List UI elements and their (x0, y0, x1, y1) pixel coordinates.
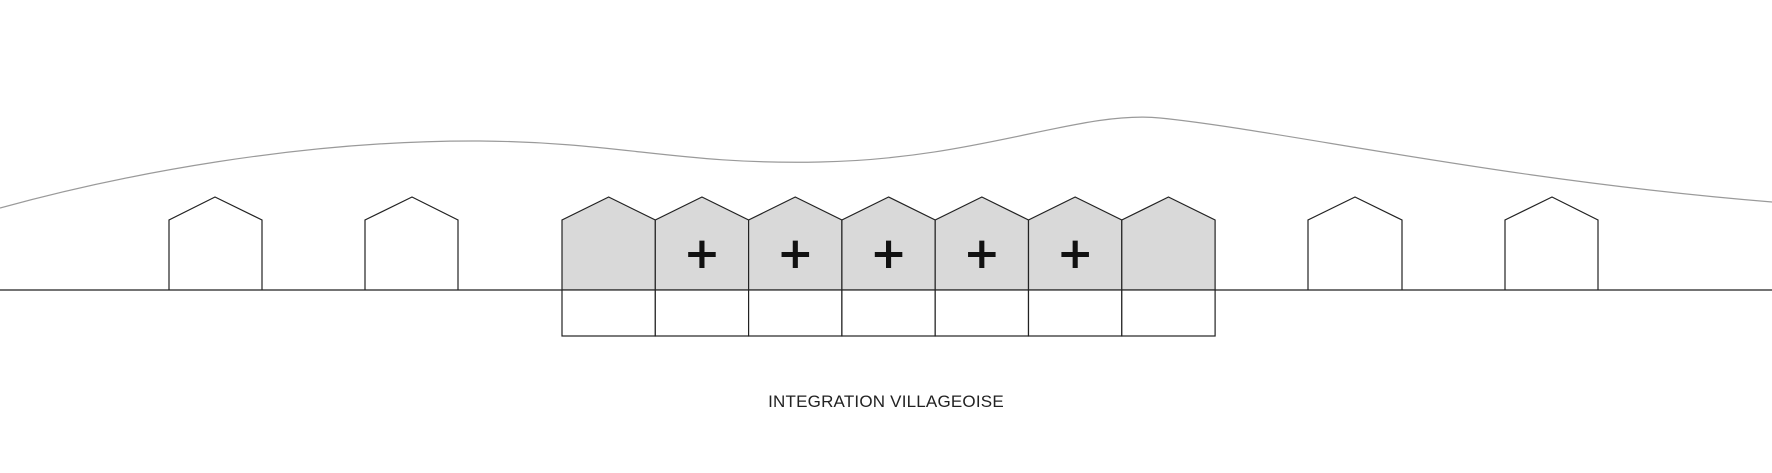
new-housing-row: + + + + + (561, 196, 1216, 337)
plus-icon: + (963, 228, 1000, 279)
existing-house (1504, 196, 1599, 290)
hill-silhouette (0, 116, 1772, 209)
new-house-basement (654, 289, 750, 337)
existing-house (1307, 196, 1403, 290)
diagram-caption: INTEGRATION VILLAGEOISE (768, 392, 1004, 411)
existing-house (364, 196, 459, 290)
plus-icon: + (684, 228, 721, 279)
plus-icon: + (1057, 228, 1094, 279)
new-house-basement (841, 289, 936, 337)
new-house-basement (561, 289, 656, 337)
existing-houses (168, 196, 1599, 290)
new-house-basement (1027, 289, 1123, 337)
plus-icon: + (870, 228, 907, 279)
new-house-basement (747, 289, 843, 337)
new-house-unit (1121, 196, 1216, 291)
plus-icon: + (777, 228, 814, 279)
new-house-basement (934, 289, 1030, 337)
new-house-basement (1121, 289, 1216, 337)
new-house-unit (561, 196, 656, 291)
existing-house (168, 196, 263, 290)
